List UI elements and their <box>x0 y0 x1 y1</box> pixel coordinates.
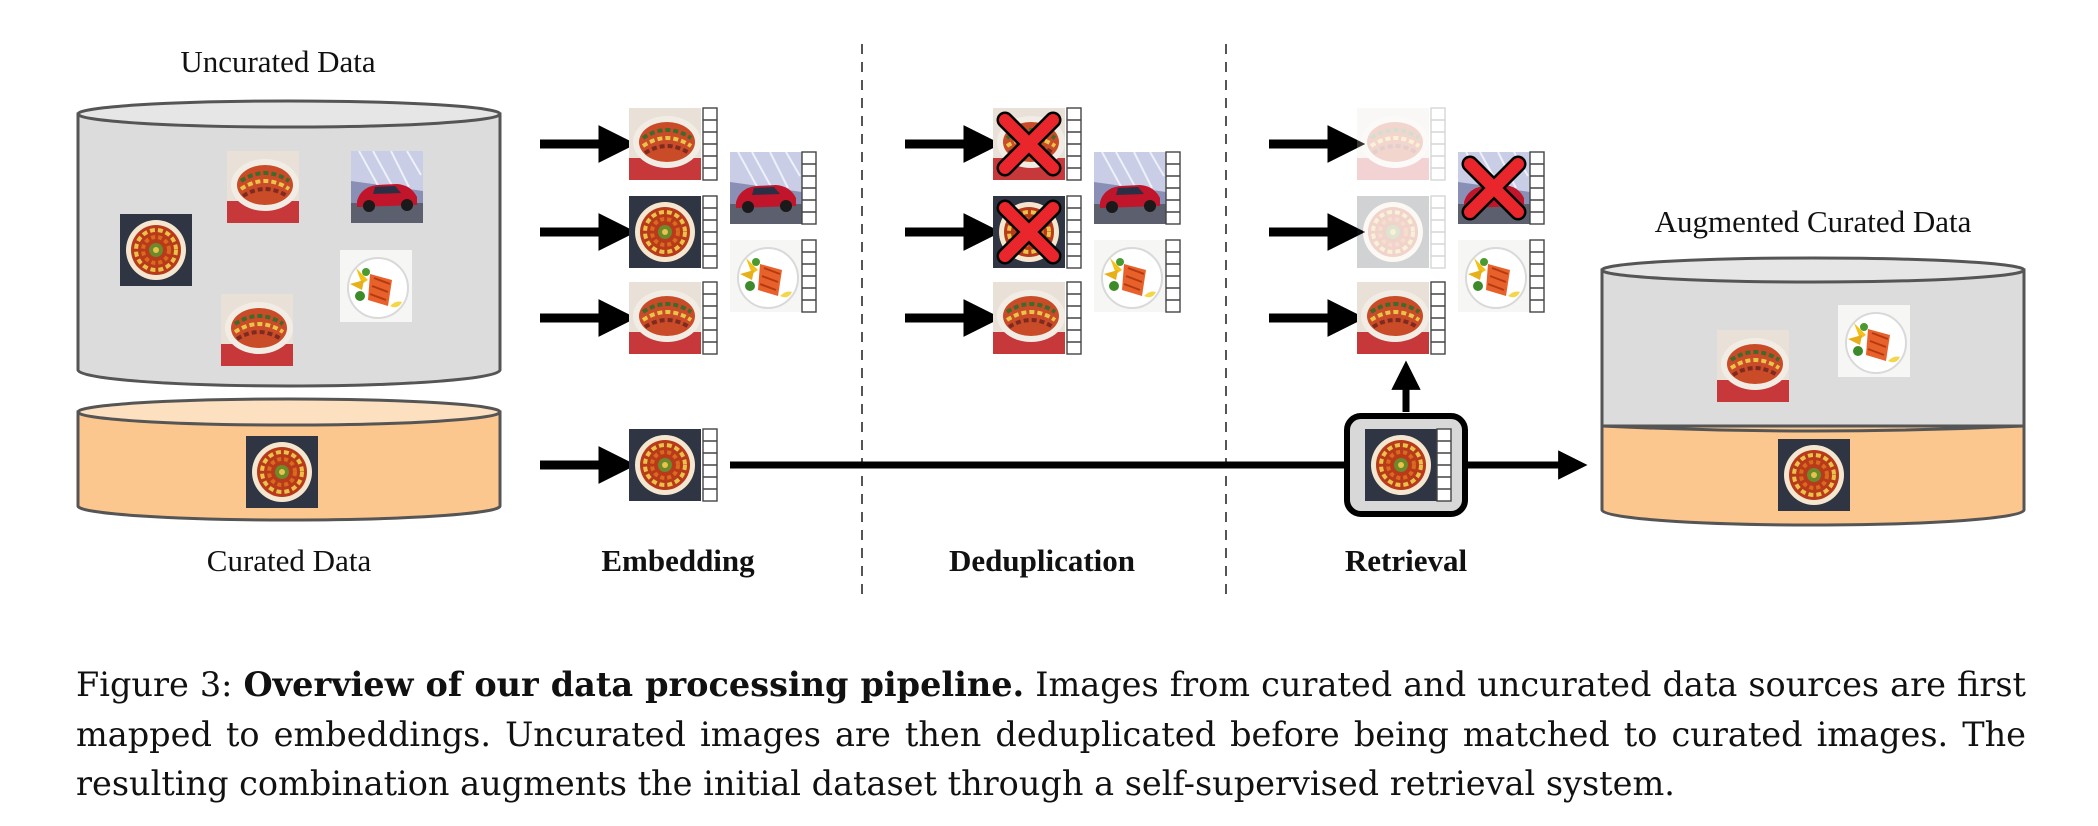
query-thumb-bowl <box>1365 429 1437 501</box>
retrieval-stage <box>1269 107 1545 517</box>
uncurated-thumb-pan-1 <box>227 151 299 223</box>
retrieval-item <box>1458 239 1545 313</box>
curated-database <box>76 397 502 522</box>
augmented-data-label: Augmented Curated Data <box>1654 204 1972 239</box>
stage-label-retrieval: Retrieval <box>1344 543 1468 578</box>
dedup-item <box>993 281 1082 355</box>
embedding-item <box>629 281 718 355</box>
embedding-item <box>629 107 718 181</box>
uncurated-thumb-bowl <box>120 214 192 286</box>
dedup-item-removed <box>993 195 1082 269</box>
embedding-item <box>730 151 817 225</box>
augmented-database <box>1600 256 2026 527</box>
dedup-item <box>1094 151 1181 225</box>
dedup-item-removed <box>993 107 1082 181</box>
augmented-thumb-veg <box>1838 305 1910 377</box>
dedup-item <box>1094 239 1181 313</box>
caption-title: Overview of our data processing pipeline… <box>243 665 1025 704</box>
caption-body: Images from curated and uncurated data s… <box>76 665 2026 803</box>
deduplication-stage <box>905 107 1181 355</box>
stage-label-deduplication: Deduplication <box>948 543 1136 578</box>
retrieval-item-faded <box>1357 195 1446 269</box>
embedding-item <box>629 195 718 269</box>
uncurated-data-label: Uncurated Data <box>180 44 376 79</box>
uncurated-thumb-pan-2 <box>221 294 293 366</box>
augmented-thumb-bowl <box>1778 439 1850 511</box>
embedding-item <box>730 239 817 313</box>
retrieval-item-faded <box>1357 107 1446 181</box>
curated-data-label: Curated Data <box>206 543 372 578</box>
retrieval-item-rejected <box>1458 151 1545 225</box>
curated-thumb-bowl <box>246 436 318 508</box>
embedding-stage <box>540 107 817 502</box>
retrieval-item-match <box>1357 281 1446 355</box>
augmented-thumb-pan <box>1717 330 1789 402</box>
uncurated-thumb-veg <box>340 250 412 322</box>
uncurated-database <box>76 99 502 388</box>
figure-caption: Figure 3: Overview of our data processin… <box>76 660 2026 809</box>
embedding-item-curated <box>629 428 718 502</box>
caption-prefix: Figure 3: <box>76 665 244 704</box>
uncurated-thumb-car <box>351 151 423 223</box>
pipeline-figure <box>76 44 2026 602</box>
stage-label-embedding: Embedding <box>601 543 755 578</box>
